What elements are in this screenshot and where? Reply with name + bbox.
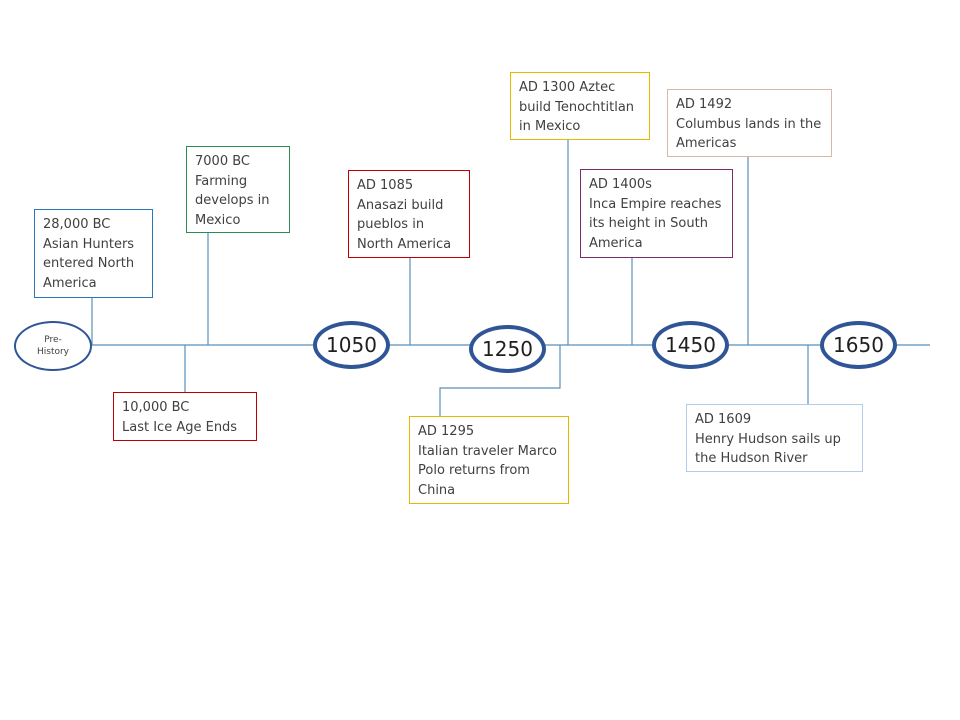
event-box-ad1295: AD 1295 Italian traveler Marco Polo retu… <box>409 416 569 504</box>
event-text: Asian Hunters entered North America <box>43 236 135 291</box>
event-box-ad1400s: AD 1400s Inca Empire reaches its height … <box>580 169 733 258</box>
event-text: Columbus lands in the Americas <box>676 116 822 152</box>
event-box-7000bc: 7000 BC Farming develops in Mexico <box>186 146 290 233</box>
era-node-1250: 1250 <box>469 325 546 373</box>
era-node-1450: 1450 <box>652 321 729 369</box>
era-node-prehistory: Pre- History <box>14 321 92 371</box>
event-date: AD 1085 <box>357 178 414 193</box>
era-node-1050: 1050 <box>313 321 390 369</box>
event-text: Italian traveler Marco Polo returns from… <box>418 443 557 498</box>
event-box-ad1492: AD 1492 Columbus lands in the Americas <box>667 89 832 157</box>
event-box-ad1085: AD 1085 Anasazi build pueblos in North A… <box>348 170 470 258</box>
event-date: AD 1609 <box>695 412 752 427</box>
event-box-10000bc: 10,000 BC Last Ice Age Ends <box>113 392 257 441</box>
event-box-ad1300: AD 1300 Aztec build Tenochtitlan in Mexi… <box>510 72 650 140</box>
event-date: AD 1300 Aztec build Tenochtitlan in Mexi… <box>519 80 635 134</box>
event-box-ad1609: AD 1609 Henry Hudson sails up the Hudson… <box>686 404 863 472</box>
event-text: Last Ice Age Ends <box>122 419 238 435</box>
connector-ad1295 <box>439 345 561 416</box>
event-text: Anasazi build pueblos in North America <box>357 197 452 252</box>
event-date: 28,000 BC <box>43 217 111 232</box>
event-date: 10,000 BC <box>122 400 190 415</box>
event-date: AD 1400s <box>589 177 652 192</box>
event-text: Farming develops in Mexico <box>195 173 270 228</box>
era-node-1650: 1650 <box>820 321 897 369</box>
event-date: AD 1492 <box>676 97 733 112</box>
event-text: Inca Empire reaches its height in South … <box>589 196 722 251</box>
event-date: 7000 BC <box>195 154 250 169</box>
event-text: Henry Hudson sails up the Hudson River <box>695 431 841 467</box>
event-box-28000bc: 28,000 BC Asian Hunters entered North Am… <box>34 209 153 298</box>
event-date: AD 1295 <box>418 424 475 439</box>
